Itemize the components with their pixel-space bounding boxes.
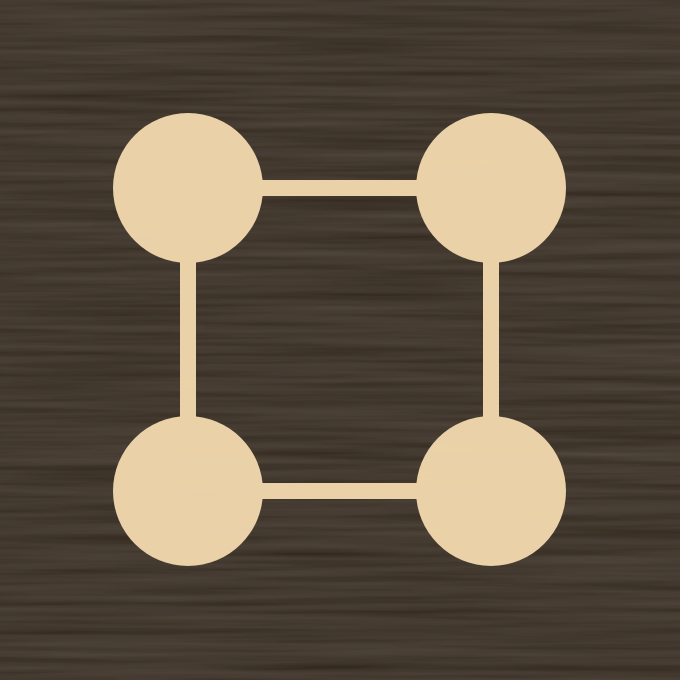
node-bottom-left[interactable] [113,416,263,566]
connection-right [483,188,499,491]
connection-bottom [188,483,491,499]
node-top-left[interactable] [113,113,263,263]
node-bottom-right[interactable] [416,416,566,566]
node-top-right[interactable] [416,113,566,263]
connection-top [188,180,491,196]
connection-left [180,188,196,491]
node-layer [113,113,566,566]
connection-layer [180,180,499,499]
